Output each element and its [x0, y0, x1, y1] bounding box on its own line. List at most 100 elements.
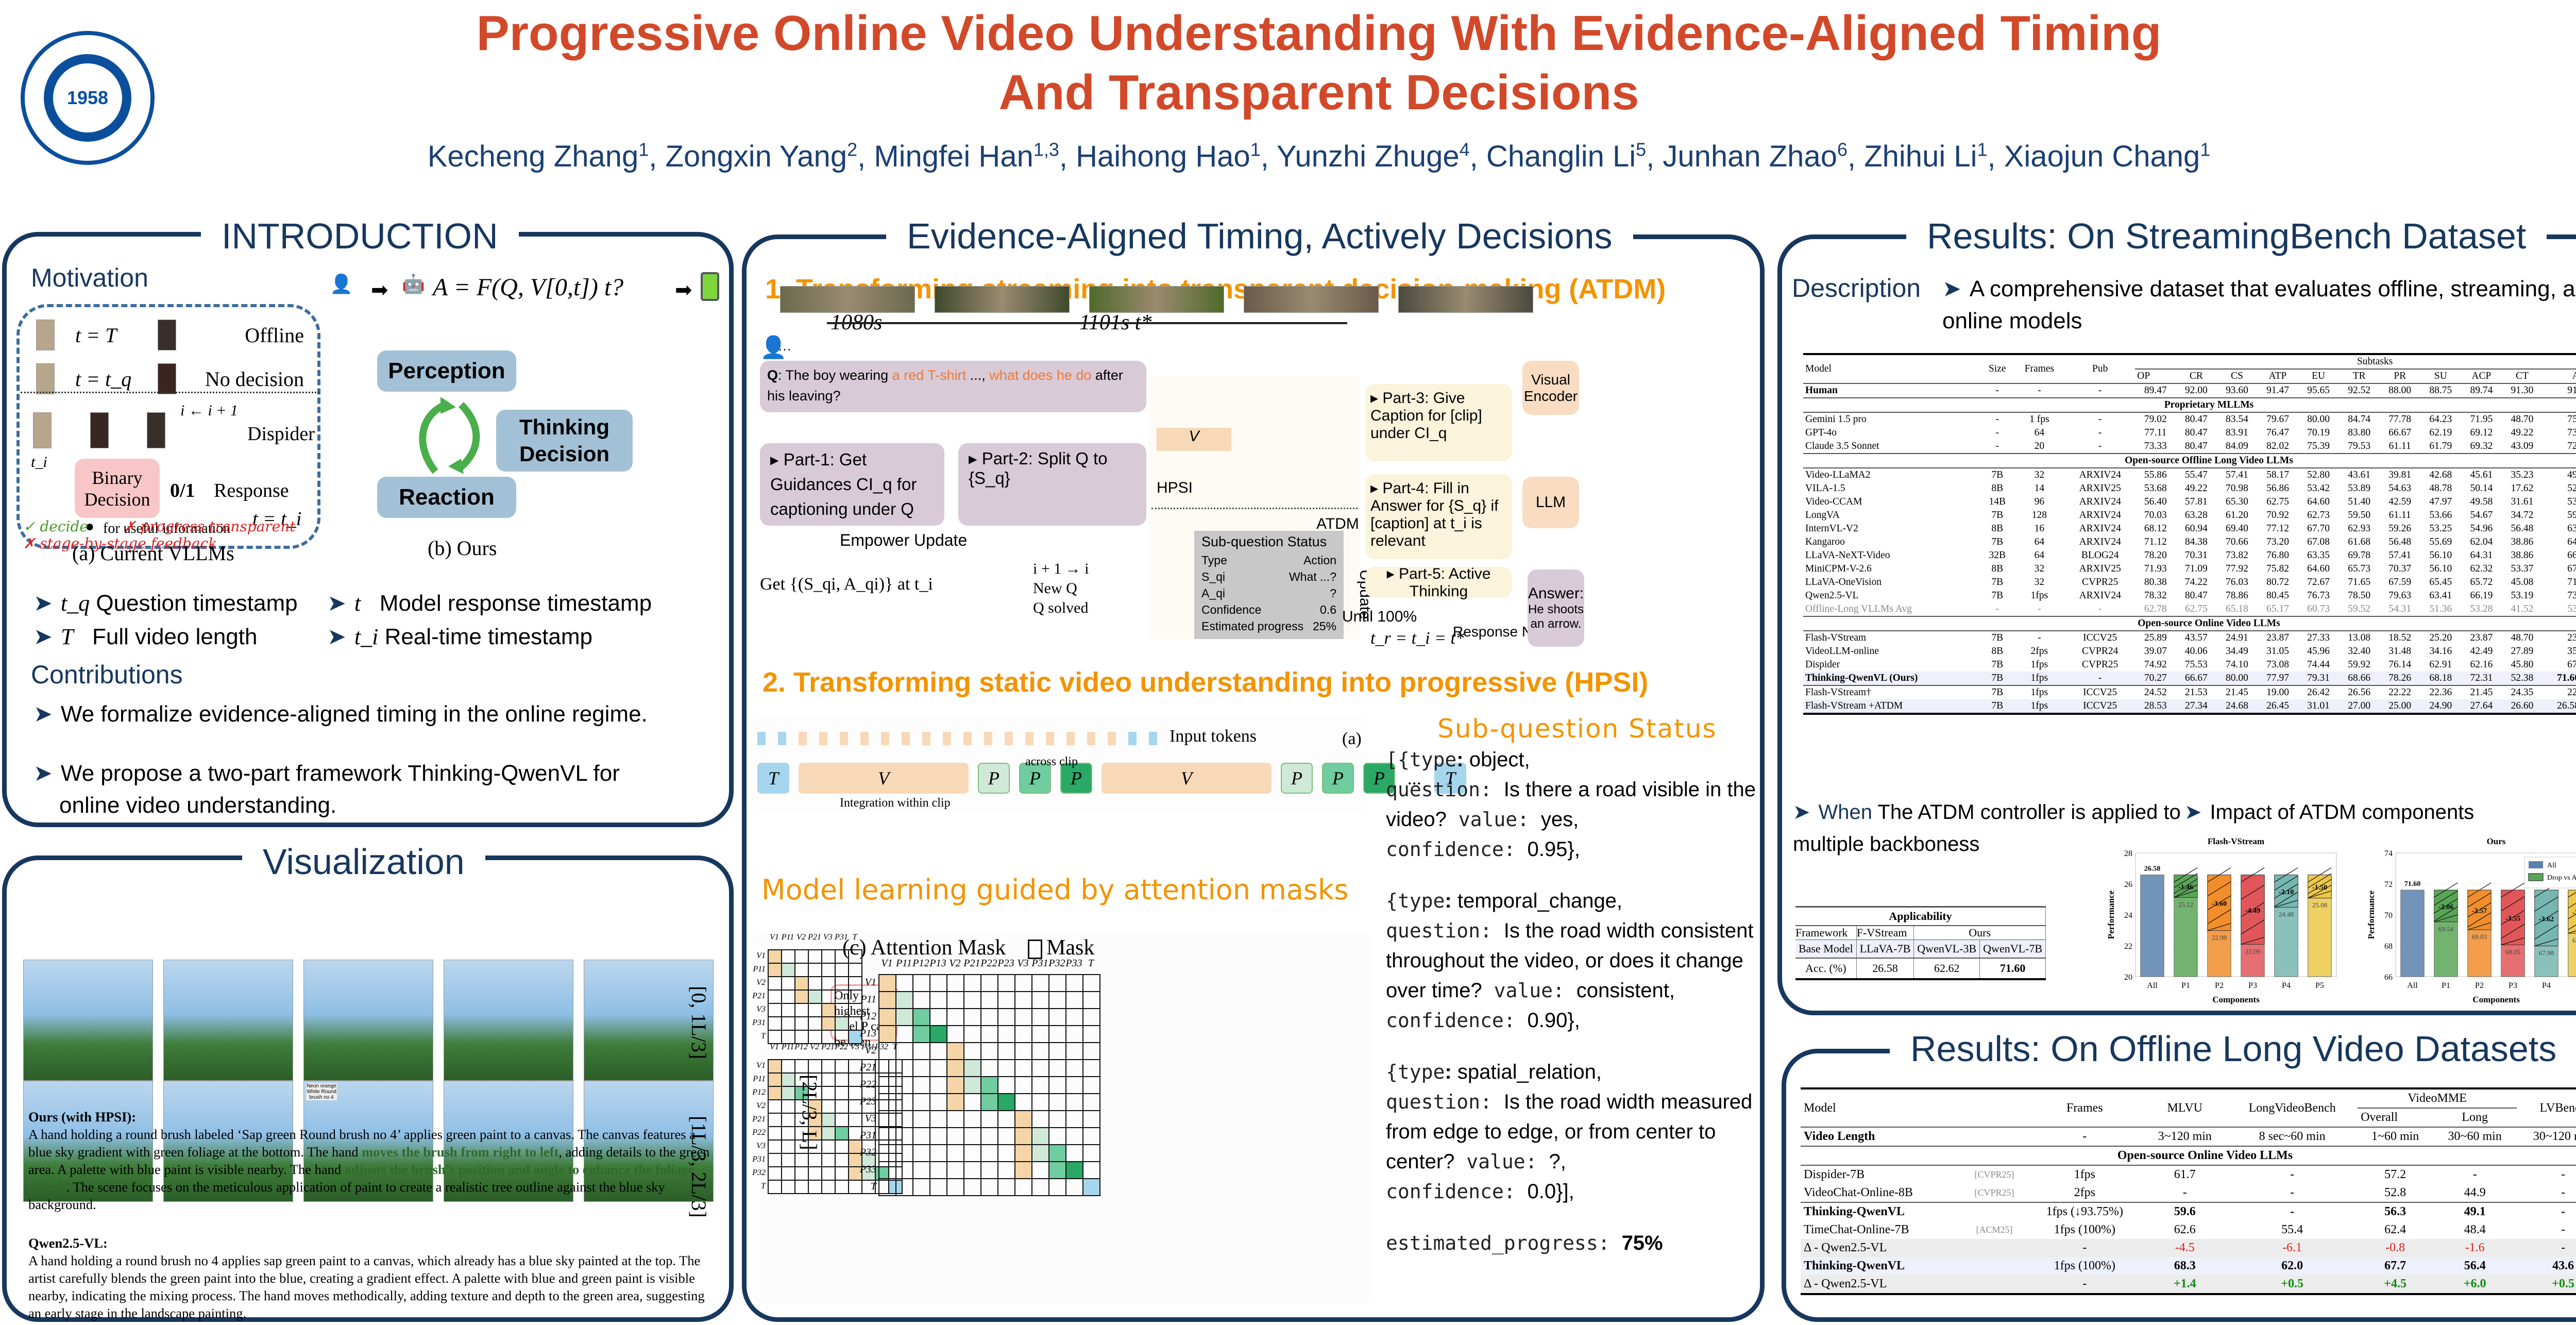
current-vllms-figure — [16, 304, 320, 549]
motivation-heading: Motivation — [31, 263, 148, 292]
table-cell: 44.9 — [2464, 1186, 2486, 1199]
table-cell: 62.75 — [2184, 603, 2208, 614]
fig-a-label: (a) — [1342, 729, 1362, 748]
token-v: V — [1101, 763, 1272, 794]
poster-title-line1: Progressive Online Video Understanding W… — [476, 6, 2162, 61]
table-cell: 21.53 — [2184, 687, 2208, 698]
qwen-caption: Qwen2.5-VL: A hand holding a round brush… — [28, 1235, 705, 1321]
grid-cell — [1082, 974, 1100, 992]
grid-cell — [878, 1178, 896, 1196]
grid-cell — [912, 1025, 930, 1043]
y-tick-label: 28 — [2124, 849, 2132, 858]
grid-row — [878, 1042, 1100, 1060]
table-cell: Thinking-QwenVL — [1804, 1259, 1905, 1272]
table-cell: 78.20 — [2144, 550, 2167, 561]
grid-cell — [1014, 1110, 1032, 1128]
table-cell: 75.69 — [2567, 414, 2576, 425]
method-heading: Evidence-Aligned Timing, Actively Decisi… — [886, 215, 1633, 257]
table-cell: 69.12 — [2470, 427, 2493, 438]
grid-row-label: P11 — [753, 1075, 766, 1083]
grid-cell — [848, 1166, 862, 1181]
grid-cell — [768, 1030, 782, 1044]
grid-cell — [821, 1180, 836, 1194]
table-cell — [1962, 1239, 2027, 1257]
offline-label: Offline — [245, 323, 304, 347]
grid-col-label: P21 — [808, 933, 821, 942]
table-cell: Video-LLaMA2 — [1805, 469, 1871, 480]
table-cell: 7B — [1991, 536, 2004, 547]
grid-cell — [835, 1126, 849, 1140]
contributions-heading: Contributions — [31, 660, 183, 689]
table-cell: 71.12 — [2144, 536, 2167, 547]
column-header: CR — [2189, 371, 2203, 381]
video-frame — [1244, 286, 1379, 313]
grid-cell — [1082, 1144, 1100, 1162]
table-cell: 75.53 — [2184, 659, 2208, 670]
table-cell: - — [2098, 603, 2102, 614]
grid-cell — [963, 1178, 981, 1196]
grid-cell — [794, 1003, 809, 1017]
table-cell: Flash-VStream† — [1805, 687, 1871, 698]
v-token: V — [1157, 428, 1231, 451]
flash-vstream-chart: Flash-VStream202224262826.58All-1.4625.1… — [2106, 836, 2337, 1004]
value-label: 67.98 — [2539, 949, 2554, 957]
hatch-line — [2241, 919, 2265, 935]
table-cell: 56.10 — [2429, 563, 2452, 574]
subq-value: yes, — [1540, 808, 1579, 831]
grid-cell — [781, 1086, 795, 1100]
column-header: Overall — [2361, 1111, 2398, 1124]
table-cell: 91.30 — [2511, 385, 2534, 396]
grid-cell — [768, 1099, 782, 1114]
table-cell: +0.5 — [2552, 1277, 2574, 1290]
grid-cell — [768, 963, 782, 977]
table-cell: 70.27 — [2135, 672, 2176, 685]
grid-cell — [1048, 1161, 1066, 1179]
grid-cell — [997, 1144, 1015, 1162]
grid-cell — [821, 1113, 836, 1127]
input-token — [943, 732, 951, 745]
x-tick-label: All — [2407, 981, 2418, 990]
table-cell: 27.64 — [2461, 699, 2502, 714]
table-cell: - — [2561, 1241, 2566, 1254]
column-header: MLVU — [2167, 1101, 2202, 1115]
painting-frame — [584, 1081, 714, 1202]
grid-row-label: V3 — [756, 1142, 766, 1150]
table-cell: Thinking-QwenVL — [1804, 1205, 1905, 1218]
table-cell: 79.53 — [2348, 441, 2371, 451]
status-value: ? — [1330, 586, 1336, 600]
fig-a-caption: (a) Current VLLMs — [72, 542, 234, 565]
x-tick-label: P4 — [2542, 981, 2551, 990]
visualization-heading: Visualization — [242, 841, 485, 882]
video-frame-thumbnail — [33, 412, 52, 448]
grid-cell — [980, 1008, 998, 1026]
grid-col-label: P33 — [1065, 958, 1082, 969]
table-cell: 89.47 — [2144, 385, 2167, 396]
grid-cell — [1065, 1110, 1083, 1128]
input-token — [819, 732, 827, 745]
grid-cell — [946, 1161, 964, 1179]
when-text: ➤When The ATDM controller is applied to … — [1793, 801, 2181, 856]
grid-cell — [808, 976, 822, 991]
table-cell: 62.4 — [2384, 1223, 2406, 1236]
grid-cell — [878, 1025, 896, 1043]
hatch-line — [2308, 879, 2332, 894]
grid-cell — [1065, 1127, 1083, 1145]
subq-question: Is there a road visible in the video? — [1386, 778, 1756, 831]
grid-cell — [781, 963, 795, 977]
table-cell: 20 — [2034, 441, 2045, 451]
grid-cell — [794, 1153, 809, 1167]
table-cell: InternVL-V2 — [1805, 523, 1858, 534]
grid-cell — [821, 989, 836, 1004]
hatch-line — [2174, 873, 2198, 888]
reaction-box: Reaction — [377, 477, 516, 518]
video-frame-thumbnail — [90, 412, 109, 448]
table-cell: 25.89 — [2144, 632, 2167, 643]
grid-cell — [997, 1093, 1015, 1111]
table-cell: LongVA — [1805, 510, 1840, 521]
